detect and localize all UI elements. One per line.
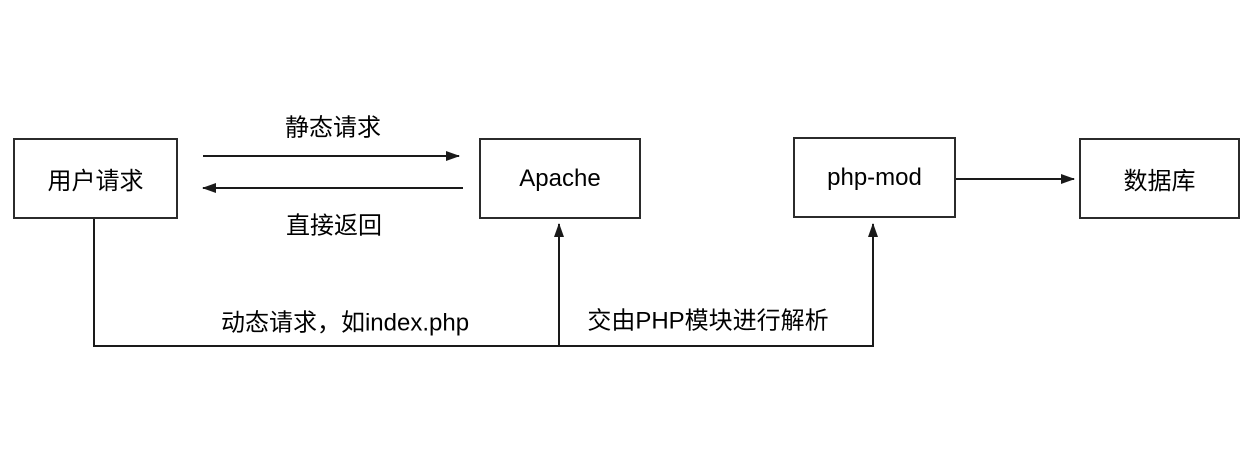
- node-apache: Apache: [479, 138, 641, 219]
- node-php-mod: php-mod: [793, 137, 956, 218]
- node-database-label: 数据库: [1123, 168, 1196, 195]
- edge-label-static-request: 静态请求: [283, 107, 383, 143]
- edge-label-php-module-parse: 交由PHP模块进行解析: [585, 300, 831, 336]
- node-database: 数据库: [1079, 138, 1240, 219]
- node-user-request: 用户请求: [13, 138, 178, 219]
- node-apache-label: Apache: [519, 164, 601, 192]
- edge-dynamic-request-line: [93, 219, 878, 347]
- node-user-request-label: 用户请求: [47, 168, 144, 195]
- edge-label-direct-return: 直接返回: [284, 205, 384, 241]
- node-php-mod-label: php-mod: [827, 163, 922, 191]
- edge-label-dynamic-request: 动态请求，如index.php: [218, 302, 472, 338]
